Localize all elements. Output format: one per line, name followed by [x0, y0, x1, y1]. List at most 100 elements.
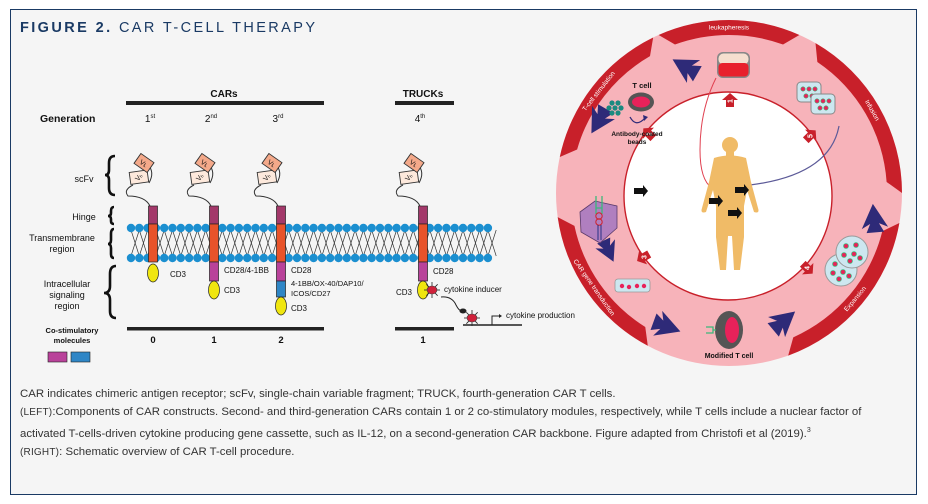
- cell: [840, 269, 846, 275]
- scfv-brace: [104, 154, 116, 197]
- lipid-head: [226, 223, 235, 233]
- lipid-head: [160, 253, 169, 263]
- lipid-tail: [387, 229, 397, 257]
- transmembrane-label-2: region: [49, 244, 74, 254]
- cell: [847, 258, 853, 264]
- lipid-tail: [321, 229, 331, 257]
- step-marker-5: 5: [802, 129, 817, 144]
- cell: [851, 251, 857, 257]
- generation-2-label: 2nd: [205, 114, 217, 125]
- flow-arrow-icon: [767, 311, 796, 338]
- lipid-head: [193, 253, 202, 263]
- star-core: [426, 285, 438, 295]
- blood-draw-line: [699, 77, 717, 189]
- lipid-head: [350, 253, 360, 263]
- bead: [615, 100, 621, 106]
- lipid-head: [367, 223, 376, 233]
- costim-domain-2: [276, 280, 286, 298]
- costim-domain-1: [276, 261, 286, 282]
- lipid-head: [475, 253, 484, 263]
- lipid-head: [176, 253, 185, 263]
- lipid-head: [334, 253, 343, 263]
- lipid-head: [168, 253, 177, 263]
- costim-count-1: 0: [150, 335, 155, 346]
- lipid-head: [409, 253, 418, 263]
- lipid-tail: [288, 229, 298, 257]
- bead: [609, 110, 615, 116]
- costim-count-3: 2: [278, 335, 283, 346]
- transmembrane-domain: [209, 223, 219, 263]
- black-arrow-icon: [735, 184, 749, 196]
- lipid-head: [350, 223, 360, 233]
- bead: [609, 100, 615, 106]
- bead: [612, 105, 618, 111]
- transmembrane-domain: [276, 223, 286, 263]
- lipid-head: [342, 253, 351, 263]
- lipid-head: [409, 223, 418, 233]
- lipid-head: [375, 223, 385, 233]
- lipid-head: [317, 223, 327, 233]
- lipid-head: [309, 253, 318, 263]
- costim-domain-1: [209, 261, 219, 282]
- lipid-head: [450, 253, 459, 263]
- flow-arrow-icon: [595, 237, 615, 262]
- lipid-head: [267, 253, 277, 263]
- lipid-tail: [379, 229, 389, 257]
- vl-domain: Vʟ: [403, 152, 425, 174]
- hinge-domain: [209, 205, 219, 225]
- lipid-tail: [371, 229, 381, 257]
- beads-label-2: beads: [628, 139, 647, 146]
- viral-vector-icon: [579, 196, 618, 244]
- svg-text:Vₕ: Vₕ: [195, 172, 205, 182]
- lipid-head: [259, 253, 268, 263]
- step-number: 5: [808, 134, 815, 138]
- lipid-head: [251, 253, 260, 263]
- lipid-head: [334, 223, 343, 233]
- lipid-head: [467, 223, 476, 233]
- lipid-head: [475, 223, 484, 233]
- lipid-tail: [163, 229, 173, 257]
- trucks-header: TRUCKs: [403, 89, 444, 100]
- generation-1-label: 1st: [145, 114, 156, 125]
- costim-rule-trucks: [395, 327, 454, 331]
- infusion-bag: [810, 93, 836, 115]
- beads-label-1: Antibody-coated: [611, 131, 662, 138]
- gen3-cd28-label: CD28: [291, 266, 312, 275]
- lipid-tail: [263, 229, 273, 257]
- figure-number: FIGURE 2.: [20, 20, 113, 36]
- caption-left-ref: 3: [806, 427, 811, 434]
- lipid-head: [201, 253, 210, 263]
- costim-label-1: Co-stimulatory: [46, 326, 100, 335]
- step-number: 4: [805, 266, 812, 270]
- lipid-tail: [437, 229, 447, 257]
- caption-left: (LEFT):Components of CAR constructs. Sec…: [20, 403, 910, 443]
- body-part: [726, 151, 734, 157]
- hinge-domain: [148, 205, 158, 225]
- lipid-head: [367, 253, 376, 263]
- step-number: 1: [728, 99, 735, 103]
- intracellular-label-1: Intracellular: [44, 279, 91, 289]
- lipid-tail: [446, 229, 456, 257]
- lipid-tail: [462, 229, 472, 257]
- cytokine-production-label: cytokine production: [506, 311, 575, 320]
- svg-text:Vₕ: Vₕ: [404, 172, 414, 182]
- lipid-tail: [180, 229, 190, 257]
- caption-right-tag: (RIGHT): [20, 446, 60, 458]
- lipid-tail: [296, 229, 306, 257]
- svg-text:Vʟ: Vʟ: [266, 159, 276, 169]
- lipid-head: [458, 253, 468, 263]
- figure-name: CAR T-CELL THERAPY: [118, 20, 318, 36]
- lipid-tail: [338, 229, 348, 257]
- lipid-head: [392, 253, 401, 263]
- scfv-label: scFv: [75, 174, 94, 184]
- vl-domain: Vʟ: [194, 152, 216, 174]
- bead: [618, 105, 624, 111]
- lipid-head: [458, 223, 468, 233]
- cars-header-rule: [126, 101, 324, 105]
